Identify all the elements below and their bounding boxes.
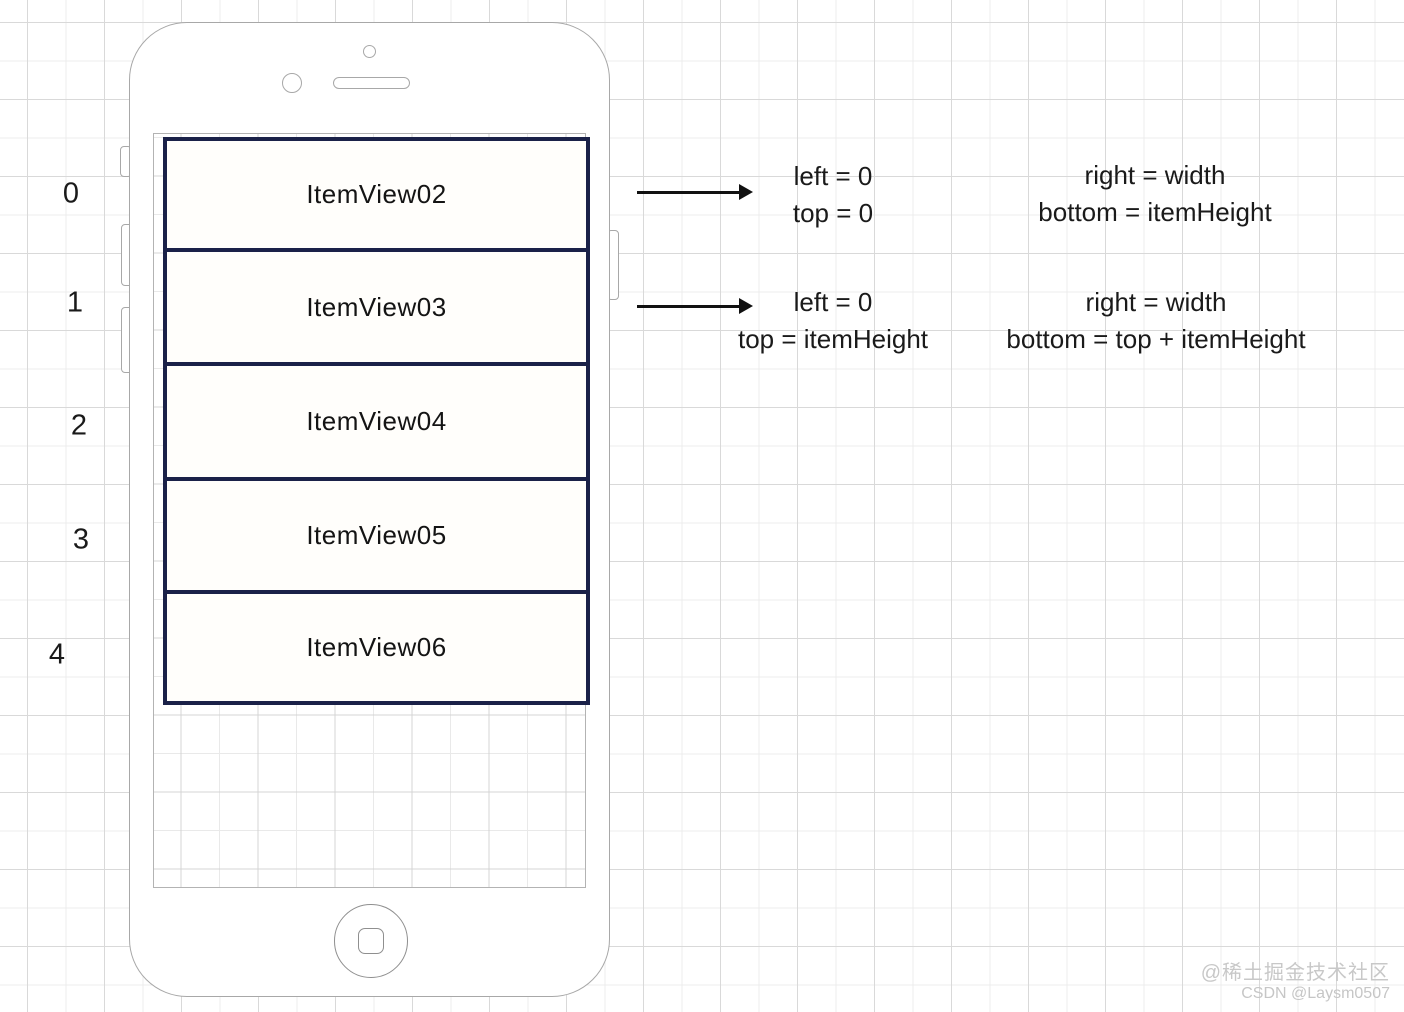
annotation-line: right = width bbox=[1084, 160, 1226, 190]
index-label-1: 1 bbox=[66, 286, 84, 319]
annotation-row2-left: left = 0 top = itemHeight bbox=[703, 284, 963, 358]
list-item: ItemView02 bbox=[163, 137, 590, 248]
annotation-row1-left: left = 0 top = 0 bbox=[703, 158, 963, 232]
earpiece-speaker-icon bbox=[333, 77, 410, 89]
index-label-4: 4 bbox=[48, 638, 66, 671]
annotation-line: right = width bbox=[1085, 287, 1227, 317]
index-label-2: 2 bbox=[70, 409, 88, 442]
index-label-0: 0 bbox=[62, 177, 80, 210]
annotation-line: left = 0 bbox=[793, 287, 873, 317]
annotation-line: top = 0 bbox=[792, 198, 874, 228]
front-camera-icon bbox=[282, 73, 302, 93]
proximity-sensor-icon bbox=[363, 45, 376, 58]
arrow-row1-line bbox=[637, 191, 741, 194]
item-list: ItemView02 ItemView03 ItemView04 ItemVie… bbox=[163, 137, 590, 705]
home-button-square-icon bbox=[358, 928, 384, 954]
watermark: @稀土掘金技术社区 CSDN @Laysm0507 bbox=[990, 961, 1390, 1003]
item-label: ItemView06 bbox=[306, 632, 447, 662]
annotation-line: left = 0 bbox=[793, 161, 873, 191]
list-item: ItemView03 bbox=[163, 248, 590, 362]
item-label: ItemView02 bbox=[306, 179, 447, 209]
annotation-row1-right: right = width bottom = itemHeight bbox=[1005, 157, 1305, 231]
annotation-line: bottom = itemHeight bbox=[1038, 197, 1272, 227]
watermark-community: @稀土掘金技术社区 bbox=[1200, 962, 1390, 984]
annotation-row2-right: right = width bottom = top + itemHeight bbox=[983, 284, 1329, 358]
annotation-line: bottom = top + itemHeight bbox=[1006, 324, 1306, 354]
item-label: ItemView03 bbox=[306, 291, 447, 322]
home-button bbox=[334, 904, 408, 978]
item-label: ItemView05 bbox=[306, 520, 447, 550]
arrow-row2-head-icon bbox=[739, 298, 753, 314]
list-item: ItemView04 bbox=[163, 362, 590, 477]
index-label-3: 3 bbox=[72, 523, 90, 556]
item-label: ItemView04 bbox=[306, 406, 447, 436]
arrow-row2-line bbox=[637, 305, 741, 308]
watermark-author: CSDN @Laysm0507 bbox=[1241, 985, 1390, 1002]
arrow-row1-head-icon bbox=[739, 184, 753, 200]
annotation-line: top = itemHeight bbox=[737, 324, 929, 354]
list-item: ItemView05 bbox=[163, 477, 590, 590]
list-item: ItemView06 bbox=[163, 590, 590, 705]
